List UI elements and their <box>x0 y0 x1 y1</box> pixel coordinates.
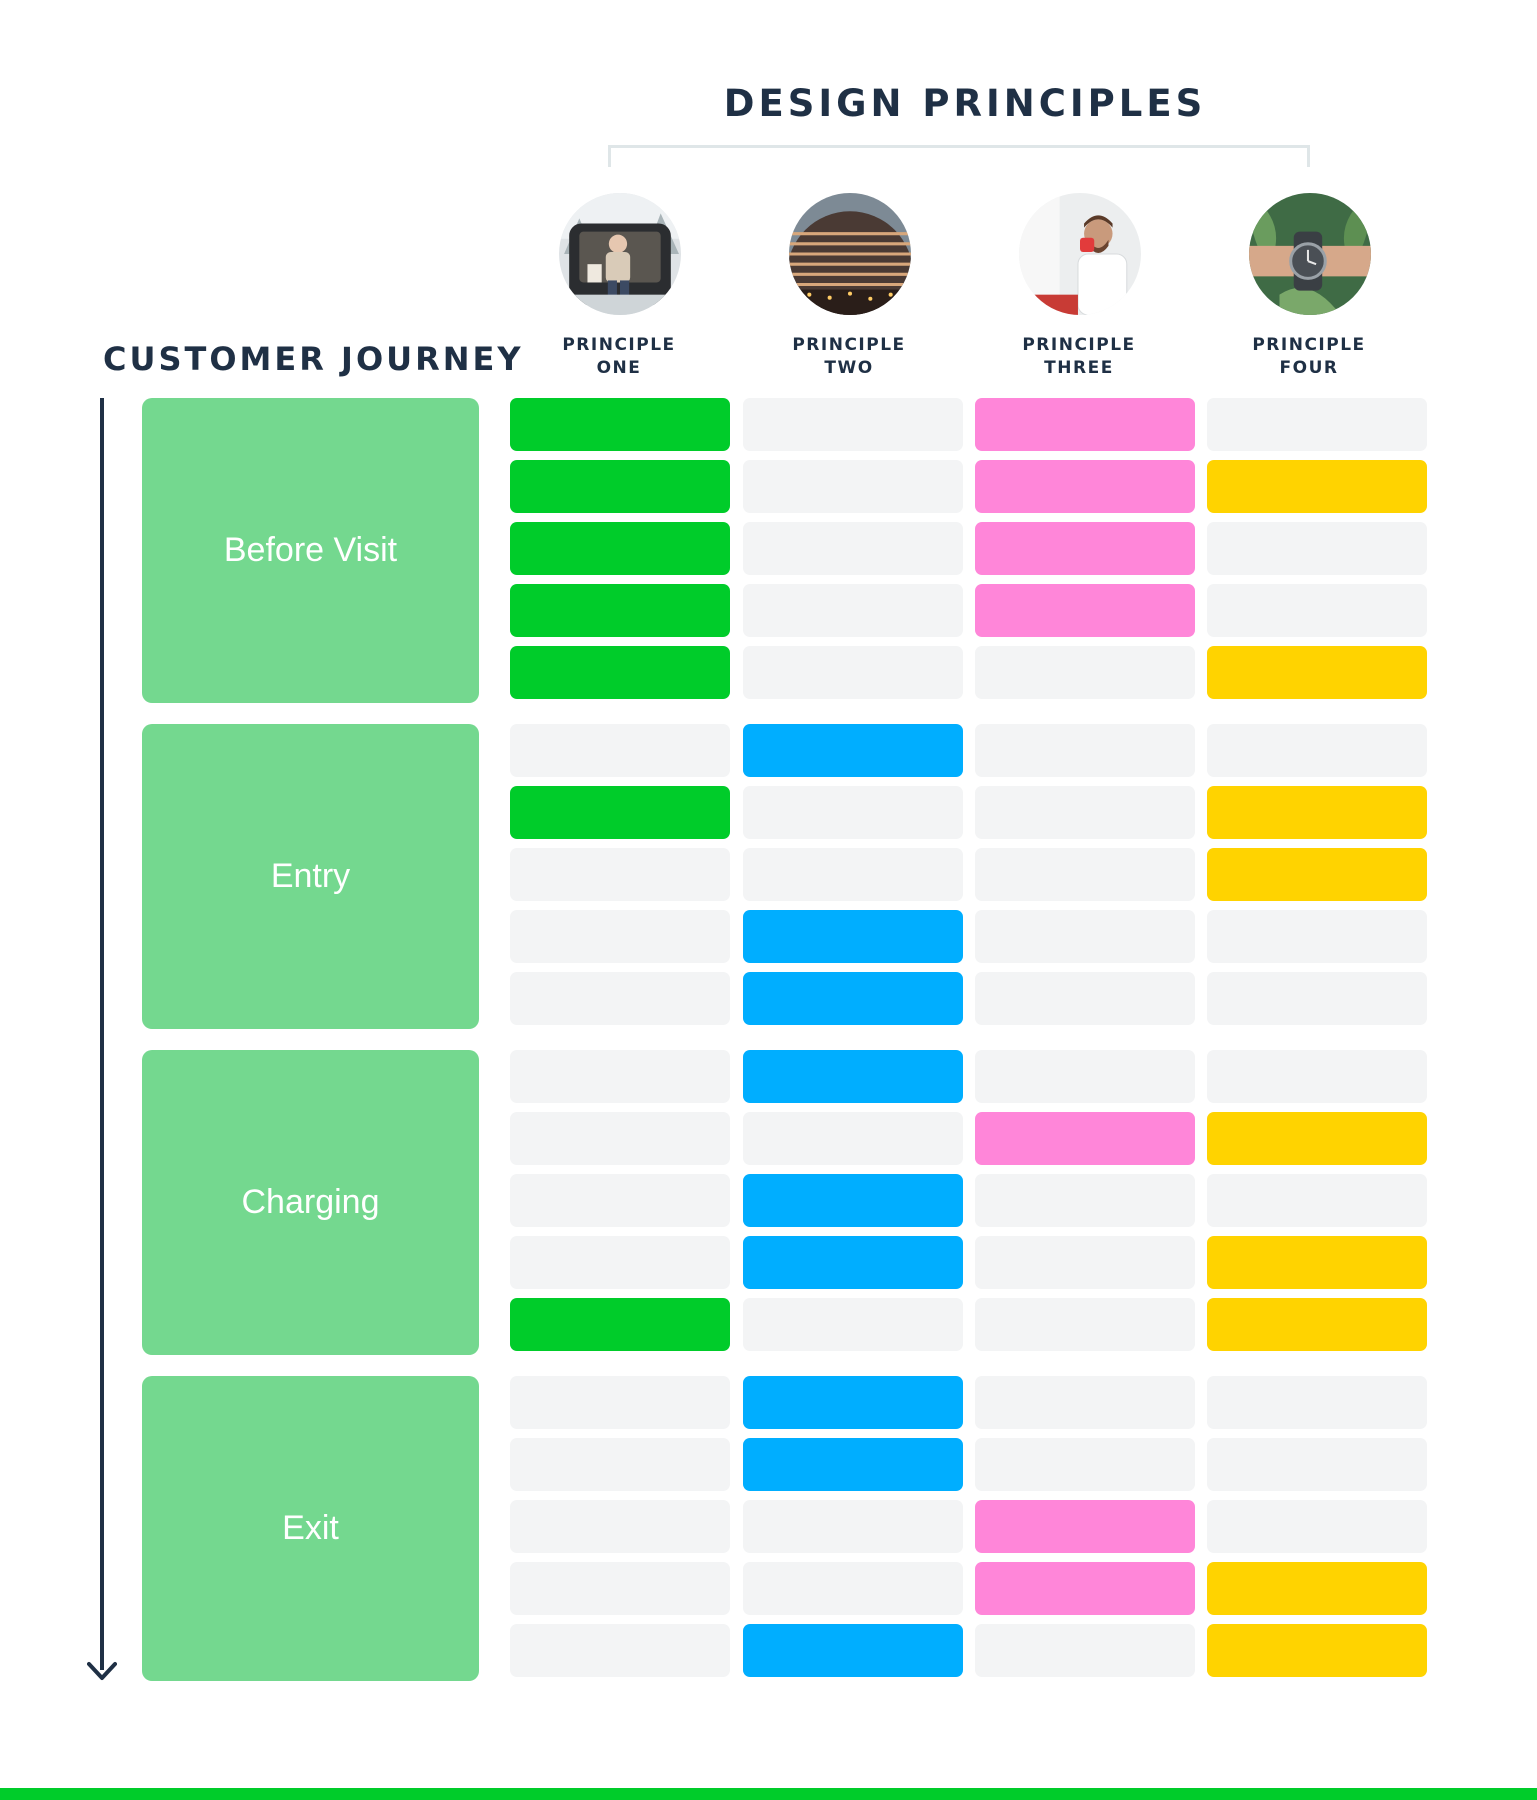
matrix-cell-filled <box>743 1376 963 1429</box>
stage-before-visit: Before Visit <box>142 398 479 703</box>
matrix-cell-filled <box>975 522 1195 575</box>
principle-two-label: PRINCIPLE TWO <box>792 335 906 378</box>
matrix-cell-empty <box>743 460 963 513</box>
matrix-cell-empty <box>510 972 730 1025</box>
matrix-cell-filled <box>510 522 730 575</box>
matrix-cell-filled <box>510 460 730 513</box>
arrow-down-icon <box>87 1662 117 1680</box>
stage-charging: Charging <box>142 1050 479 1355</box>
matrix-cell-filled <box>510 1298 730 1351</box>
matrix-cell-empty <box>743 1500 963 1553</box>
matrix-cell-empty <box>975 1050 1195 1103</box>
matrix-cell-empty <box>743 1298 963 1351</box>
matrix-cell-empty <box>510 848 730 901</box>
matrix-cell-empty <box>1207 1174 1427 1227</box>
matrix-cell-filled <box>1207 460 1427 513</box>
matrix-cell-empty <box>975 1376 1195 1429</box>
matrix-cell-filled <box>1207 1624 1427 1677</box>
design-principles-title: DESIGN PRINCIPLES <box>723 82 1207 125</box>
principle-two-photo <box>789 193 911 315</box>
matrix-cell-empty <box>975 1174 1195 1227</box>
matrix-cell-filled <box>743 724 963 777</box>
matrix-cell-empty <box>743 646 963 699</box>
matrix-cell-empty <box>510 1050 730 1103</box>
matrix-cell-empty <box>975 646 1195 699</box>
matrix-cell-empty <box>743 1112 963 1165</box>
matrix-cell-empty <box>1207 522 1427 575</box>
matrix-cell-empty <box>510 1174 730 1227</box>
matrix-cell-filled <box>975 398 1195 451</box>
matrix-cell-filled <box>975 584 1195 637</box>
matrix-cell-empty <box>1207 1438 1427 1491</box>
principle-four-photo <box>1249 193 1371 315</box>
matrix-cell-filled <box>743 1438 963 1491</box>
matrix-cell-empty <box>975 1624 1195 1677</box>
matrix-cell-empty <box>1207 724 1427 777</box>
matrix-cell-filled <box>743 1174 963 1227</box>
matrix-cell-filled <box>1207 1298 1427 1351</box>
matrix-cell-empty <box>743 522 963 575</box>
matrix-cell-empty <box>743 584 963 637</box>
matrix-cell-empty <box>975 972 1195 1025</box>
matrix-cell-filled <box>975 1500 1195 1553</box>
matrix-cell-empty <box>975 1236 1195 1289</box>
principle-three-label: PRINCIPLE THREE <box>1022 335 1136 378</box>
matrix-cell-empty <box>510 1376 730 1429</box>
matrix-cell-empty <box>1207 972 1427 1025</box>
matrix-cell-empty <box>975 724 1195 777</box>
matrix-cell-filled <box>510 786 730 839</box>
matrix-cell-filled <box>975 1112 1195 1165</box>
principle-one-label: PRINCIPLE ONE <box>562 335 676 378</box>
matrix-cell-filled <box>510 398 730 451</box>
matrix-cell-empty <box>743 848 963 901</box>
matrix-cell-empty <box>1207 910 1427 963</box>
matrix-cell-empty <box>743 398 963 451</box>
matrix-cell-empty <box>1207 584 1427 637</box>
customer-journey-title: CUSTOMER JOURNEY <box>103 340 524 378</box>
matrix-cell-empty <box>510 1500 730 1553</box>
matrix-cell-filled <box>1207 646 1427 699</box>
matrix-cell-empty <box>743 1562 963 1615</box>
matrix-cell-empty <box>1207 1050 1427 1103</box>
stage-entry: Entry <box>142 724 479 1029</box>
matrix-cell-filled <box>975 1562 1195 1615</box>
matrix-cell-empty <box>975 1298 1195 1351</box>
matrix-cell-filled <box>743 972 963 1025</box>
matrix-cell-empty <box>743 786 963 839</box>
matrix-cell-filled <box>1207 848 1427 901</box>
matrix-cell-empty <box>510 910 730 963</box>
matrix-cell-empty <box>510 1236 730 1289</box>
matrix-cell-filled <box>1207 1112 1427 1165</box>
matrix-cell-filled <box>1207 786 1427 839</box>
matrix-cell-empty <box>1207 398 1427 451</box>
matrix-cell-filled <box>1207 1562 1427 1615</box>
matrix-cell-empty <box>975 1438 1195 1491</box>
matrix-cell-filled <box>975 460 1195 513</box>
principle-three-photo <box>1019 193 1141 315</box>
matrix-cell-filled <box>1207 1236 1427 1289</box>
matrix-cell-filled <box>510 646 730 699</box>
matrix-cell-empty <box>1207 1500 1427 1553</box>
matrix-cell-empty <box>975 848 1195 901</box>
matrix-cell-filled <box>743 1624 963 1677</box>
matrix-cell-filled <box>743 1236 963 1289</box>
design-principles-bracket <box>608 145 1310 167</box>
matrix-cell-empty <box>975 910 1195 963</box>
matrix-cell-filled <box>743 910 963 963</box>
matrix-cell-empty <box>1207 1376 1427 1429</box>
matrix-cell-empty <box>510 724 730 777</box>
matrix-cell-empty <box>510 1112 730 1165</box>
timeline-line <box>100 398 104 1670</box>
principle-four-label: PRINCIPLE FOUR <box>1252 335 1366 378</box>
matrix-cell-filled <box>510 584 730 637</box>
bottom-accent-bar <box>0 1788 1537 1800</box>
matrix-cell-empty <box>510 1438 730 1491</box>
stage-exit: Exit <box>142 1376 479 1681</box>
matrix-cell-empty <box>975 786 1195 839</box>
matrix-cell-filled <box>743 1050 963 1103</box>
principle-one-photo <box>559 193 681 315</box>
matrix-cell-empty <box>510 1624 730 1677</box>
matrix-cell-empty <box>510 1562 730 1615</box>
